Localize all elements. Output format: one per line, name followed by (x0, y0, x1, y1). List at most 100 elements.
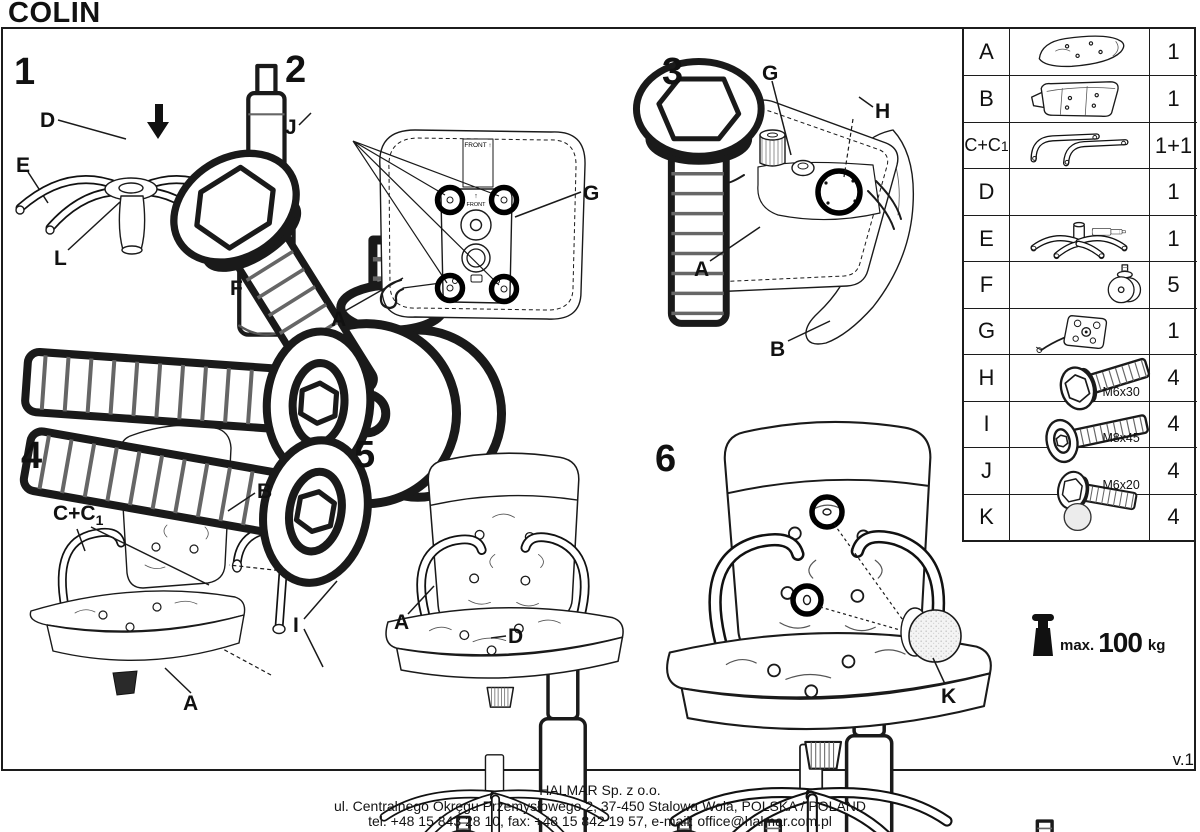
gas-lift-icon (1010, 169, 1150, 236)
tilt-mechanism-drawing: ↑ FRONT (440, 188, 513, 304)
tilt-mechanism-icon (1010, 308, 1150, 355)
part-qty: 4 (1167, 457, 1180, 483)
part-letter: G (964, 308, 1010, 355)
parts-table-row-i: I M8x45 4 (964, 400, 1197, 466)
front-box-label: FRONT ↑ (464, 142, 491, 149)
backrest-cushion-icon (1010, 76, 1150, 122)
step-number: 1 (14, 51, 36, 93)
front-small-label: FRONT (467, 202, 487, 208)
weight-value: 100 (1098, 627, 1143, 658)
version-label: v.1 (1172, 750, 1194, 769)
part-label-j: J (285, 116, 297, 139)
armrest-frames-icon (1010, 122, 1150, 169)
bolt-m6x30-icon: M6x30 (1010, 346, 1154, 414)
part-qty: 1 (1167, 318, 1180, 344)
footer: HALMAR Sp. z o.o. ul. Centralnego Okręgu… (0, 782, 1200, 830)
part-letter: E (964, 215, 1010, 262)
bolt-m6x20-icon: M6x20 (1010, 448, 1150, 521)
part-label-g: G (762, 62, 779, 85)
parts-table-row-a: A 1 (964, 29, 1197, 76)
part-label-e: E (16, 154, 31, 177)
step-6: 6 K (615, 400, 980, 832)
left-armrest-drawing (57, 527, 126, 622)
part-qty: 1 (1167, 39, 1180, 65)
part-qty: 4 (1167, 411, 1180, 437)
part-letter: K (964, 494, 1010, 540)
step-number: 5 (354, 434, 376, 476)
weight-unit: kg (1147, 637, 1166, 654)
cover-cap-icon (1010, 494, 1150, 540)
part-qty: 1 (1167, 86, 1180, 112)
part-label-l: L (54, 247, 67, 270)
weight-icon (1032, 614, 1054, 656)
part-label-g: G (583, 182, 600, 205)
part-qty: 1 (1167, 179, 1180, 205)
part-letter: D (964, 169, 1010, 215)
parts-table: A 1 B 1 (962, 27, 1197, 542)
cover-cap-drawing (900, 607, 962, 663)
step-number: 2 (285, 49, 307, 91)
weight-max-label: max. (1060, 637, 1095, 654)
part-label-f: F (230, 277, 243, 300)
part-label-i: I (293, 614, 299, 637)
parts-table-row-g: G 1 (964, 307, 1197, 355)
product-title: COLIN (8, 0, 101, 29)
part-label-cc1: C+C1 (53, 503, 103, 527)
part-label-k: K (941, 685, 957, 708)
bolt-size-label: M8x45 (1102, 432, 1139, 446)
part-label-a: A (331, 308, 347, 331)
part-label-d: D (40, 109, 56, 132)
parts-table-row-h: H M6x30 4 (964, 346, 1197, 414)
cc-label-sub: 1 (95, 512, 104, 529)
part-label-h: H (875, 100, 891, 123)
footer-company: HALMAR Sp. z o.o. (539, 782, 661, 798)
highlight-ring (815, 168, 863, 216)
caster-wheel-icon (1010, 262, 1150, 308)
step-4: 4 C+C1 B I A (13, 310, 380, 750)
front-marking-box: FRONT ↑ (462, 138, 494, 188)
footer-address: ul. Centralnego Okręgu Przemysłowego 2, … (333, 797, 866, 814)
part-label-a: A (394, 611, 410, 634)
part-qty: 4 (1167, 504, 1180, 530)
part-letter: J (964, 448, 1010, 494)
step-number: 4 (21, 435, 43, 477)
step-number: 3 (662, 51, 684, 93)
part-letter-text: C+C (964, 135, 1001, 156)
step-6-drawing (615, 400, 980, 832)
part-letter: B (964, 76, 1010, 122)
part-letter-sub: 1 (1000, 137, 1009, 154)
footer-contact: tel. +48 15 843 28 10, fax: +48 15 842 1… (368, 813, 832, 829)
parts-table-row-d: D 1 (964, 168, 1197, 236)
step-3-drawing (635, 60, 915, 345)
chair-drawing (667, 422, 991, 769)
part-qty: 5 (1167, 271, 1180, 297)
part-qty: 4 (1167, 364, 1180, 390)
five-star-base-icon (1010, 215, 1150, 262)
tension-lever-drawing (379, 278, 442, 310)
bolt-size-label: M6x20 (1102, 478, 1139, 492)
step-2: FRONT ↑ ↑ FRONT (152, 45, 623, 433)
parts-table-row-f: F 5 (964, 261, 1197, 308)
part-letter: F (964, 262, 1010, 308)
parts-table-row-e: E 1 (964, 214, 1197, 262)
part-qty: 1 (1167, 225, 1180, 251)
step-4-drawing (13, 310, 380, 696)
part-qty: 1+1 (1154, 132, 1193, 158)
step-5: 5 A D (350, 400, 640, 832)
front-small-arrow: ↑ (474, 193, 478, 200)
part-label-b: B (770, 338, 786, 361)
parts-table-row-k: K 4 (964, 493, 1197, 540)
step-3: 3 G H A B (635, 35, 963, 387)
part-letter: I (964, 401, 1010, 448)
part-label-d: D (508, 625, 524, 648)
bolt-size-label: M6x30 (1102, 385, 1139, 399)
step-2-drawing: FRONT ↑ ↑ FRONT (152, 112, 586, 433)
part-label-a: A (694, 258, 710, 281)
parts-table-row-j: J M6x20 4 (964, 447, 1197, 521)
parts-table-row-b: B 1 (964, 75, 1197, 122)
seat-drawing (29, 590, 246, 696)
